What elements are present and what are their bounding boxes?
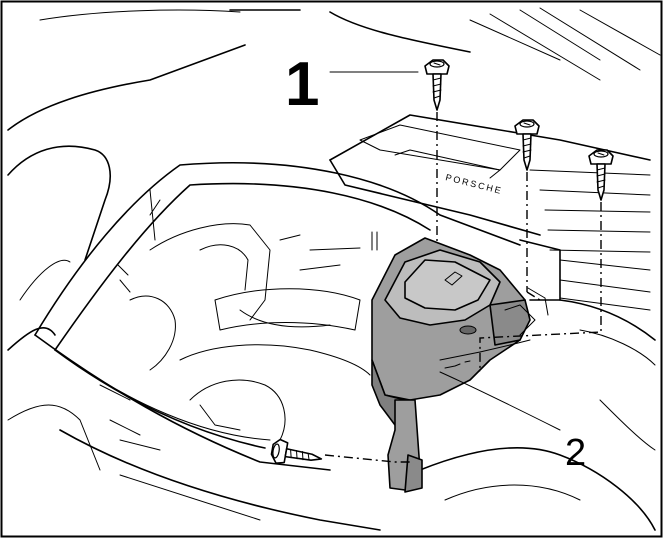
screw-icon	[514, 119, 540, 171]
screw-icon	[424, 59, 450, 111]
screw-icon	[588, 149, 614, 201]
screw-icon	[270, 438, 323, 464]
car-body-outline	[7, 7, 661, 531]
assembly-lines	[324, 112, 602, 463]
callout-2-leader	[439, 371, 561, 431]
callout-1: 1	[285, 50, 319, 119]
trunk-opening	[34, 162, 521, 471]
cover-part-2	[371, 237, 549, 493]
callout-2: 2	[565, 432, 586, 474]
